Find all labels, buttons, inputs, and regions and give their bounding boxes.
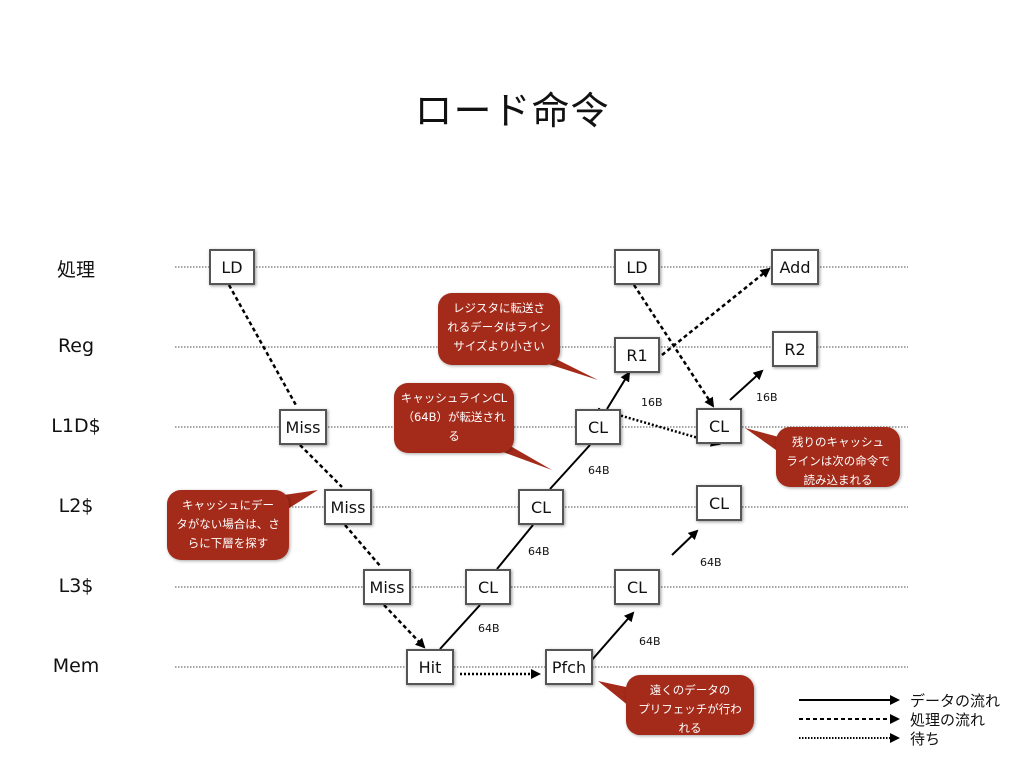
- node-hit[interactable]: Hit: [406, 649, 454, 685]
- edge-r1-add: [661, 267, 771, 356]
- size-label: 64B: [528, 545, 550, 558]
- edge-cl2-cl1: [549, 444, 591, 490]
- callout-register-transfer: レジスタに転送さ れるデータはライン サイズより小さい: [438, 293, 560, 365]
- node-r2[interactable]: R2: [772, 331, 818, 367]
- size-label: 64B: [478, 622, 500, 635]
- size-label: 64B: [700, 556, 722, 569]
- legend-label-wait: 待ち: [910, 730, 941, 748]
- node-cl2[interactable]: CL: [518, 489, 564, 525]
- row-label-l3: L3$: [58, 575, 94, 597]
- legend-label-process: 処理の流れ: [910, 711, 986, 729]
- row-label-reg: Reg: [57, 335, 95, 357]
- callout-lower-level: キャッシュにデー タがない場合は、さ らに下層を探す: [167, 490, 289, 560]
- legend-label-data: データの流れ: [910, 692, 1001, 710]
- node-miss1[interactable]: Miss: [279, 409, 327, 445]
- edge-ld2-cl1b: [632, 284, 715, 408]
- size-label: 16B: [756, 391, 778, 404]
- node-cl1b[interactable]: CL: [696, 408, 742, 444]
- node-cl1[interactable]: CL: [575, 409, 621, 445]
- size-label: 16B: [641, 396, 663, 409]
- edge-ld1-miss1: [227, 284, 299, 408]
- node-add[interactable]: Add: [771, 249, 819, 285]
- row-label-mem: Mem: [52, 655, 100, 677]
- node-miss3[interactable]: Miss: [363, 569, 411, 605]
- edge-hit-cl3: [439, 604, 481, 650]
- edge-pfch-cl3b: [590, 611, 635, 662]
- node-cl3b[interactable]: CL: [614, 569, 660, 605]
- node-cl3[interactable]: CL: [465, 569, 511, 605]
- size-label: 64B: [588, 464, 610, 477]
- edge-miss1-miss2: [299, 444, 343, 488]
- edge-miss2-miss3: [344, 524, 382, 568]
- edge-cl3-cl2: [496, 524, 534, 570]
- size-label: 64B: [639, 635, 661, 648]
- edge-cl1b-r2: [729, 369, 764, 401]
- edge-cl3b-cl2b: [671, 529, 699, 556]
- row-label-l1d: L1D$: [51, 415, 101, 437]
- edge-cl1-r1: [606, 371, 631, 410]
- node-ld2[interactable]: LD: [614, 249, 660, 285]
- callout-cacheline-transfer: キャッシュラインCL （64B）が転送され る: [394, 383, 514, 453]
- node-r1[interactable]: R1: [614, 337, 660, 373]
- slide-title: ロード命令: [414, 89, 610, 133]
- row-label-proc: 処理: [56, 259, 95, 281]
- callout-prefetch: 遠くのデータの プリフェッチが行わ れる: [626, 675, 754, 735]
- node-pfch[interactable]: Pfch: [545, 649, 593, 685]
- row-label-l2: L2$: [58, 495, 94, 517]
- callout-remaining-line: 残りのキャッシュ ラインは次の命令で 読み込まれる: [776, 427, 900, 487]
- edge-miss3-hit: [383, 604, 426, 649]
- node-ld1[interactable]: LD: [209, 249, 255, 285]
- node-miss2[interactable]: Miss: [324, 489, 372, 525]
- node-cl2b[interactable]: CL: [696, 485, 742, 521]
